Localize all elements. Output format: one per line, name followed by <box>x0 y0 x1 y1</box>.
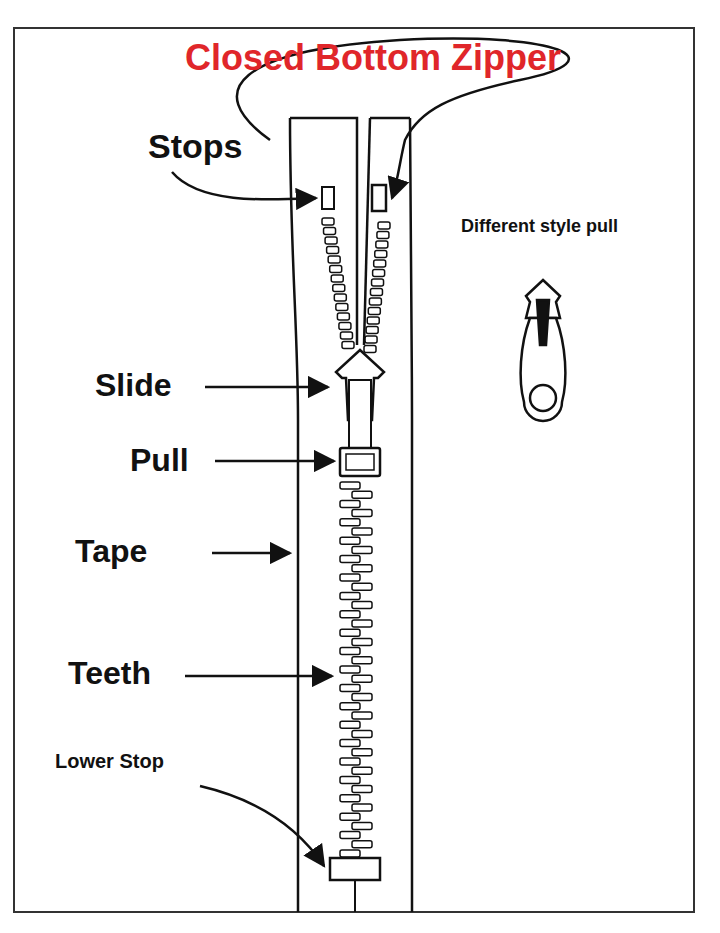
pull <box>340 448 380 476</box>
lower-stop <box>330 858 380 880</box>
tape-outline <box>290 118 412 912</box>
teeth <box>322 218 390 857</box>
pull-tab <box>349 380 371 448</box>
note-label: Different style pull <box>452 217 627 237</box>
part-label: Lower Stop <box>55 750 164 772</box>
top-stop <box>372 185 386 211</box>
part-label: Slide <box>95 368 171 403</box>
part-label: Tape <box>75 534 147 569</box>
top-stop <box>322 187 334 209</box>
title: Closed Bottom Zipper <box>185 38 561 78</box>
alt-pull <box>521 280 566 421</box>
part-label: Stops <box>148 128 242 165</box>
part-label: Pull <box>130 443 189 478</box>
part-label: Teeth <box>68 656 151 691</box>
